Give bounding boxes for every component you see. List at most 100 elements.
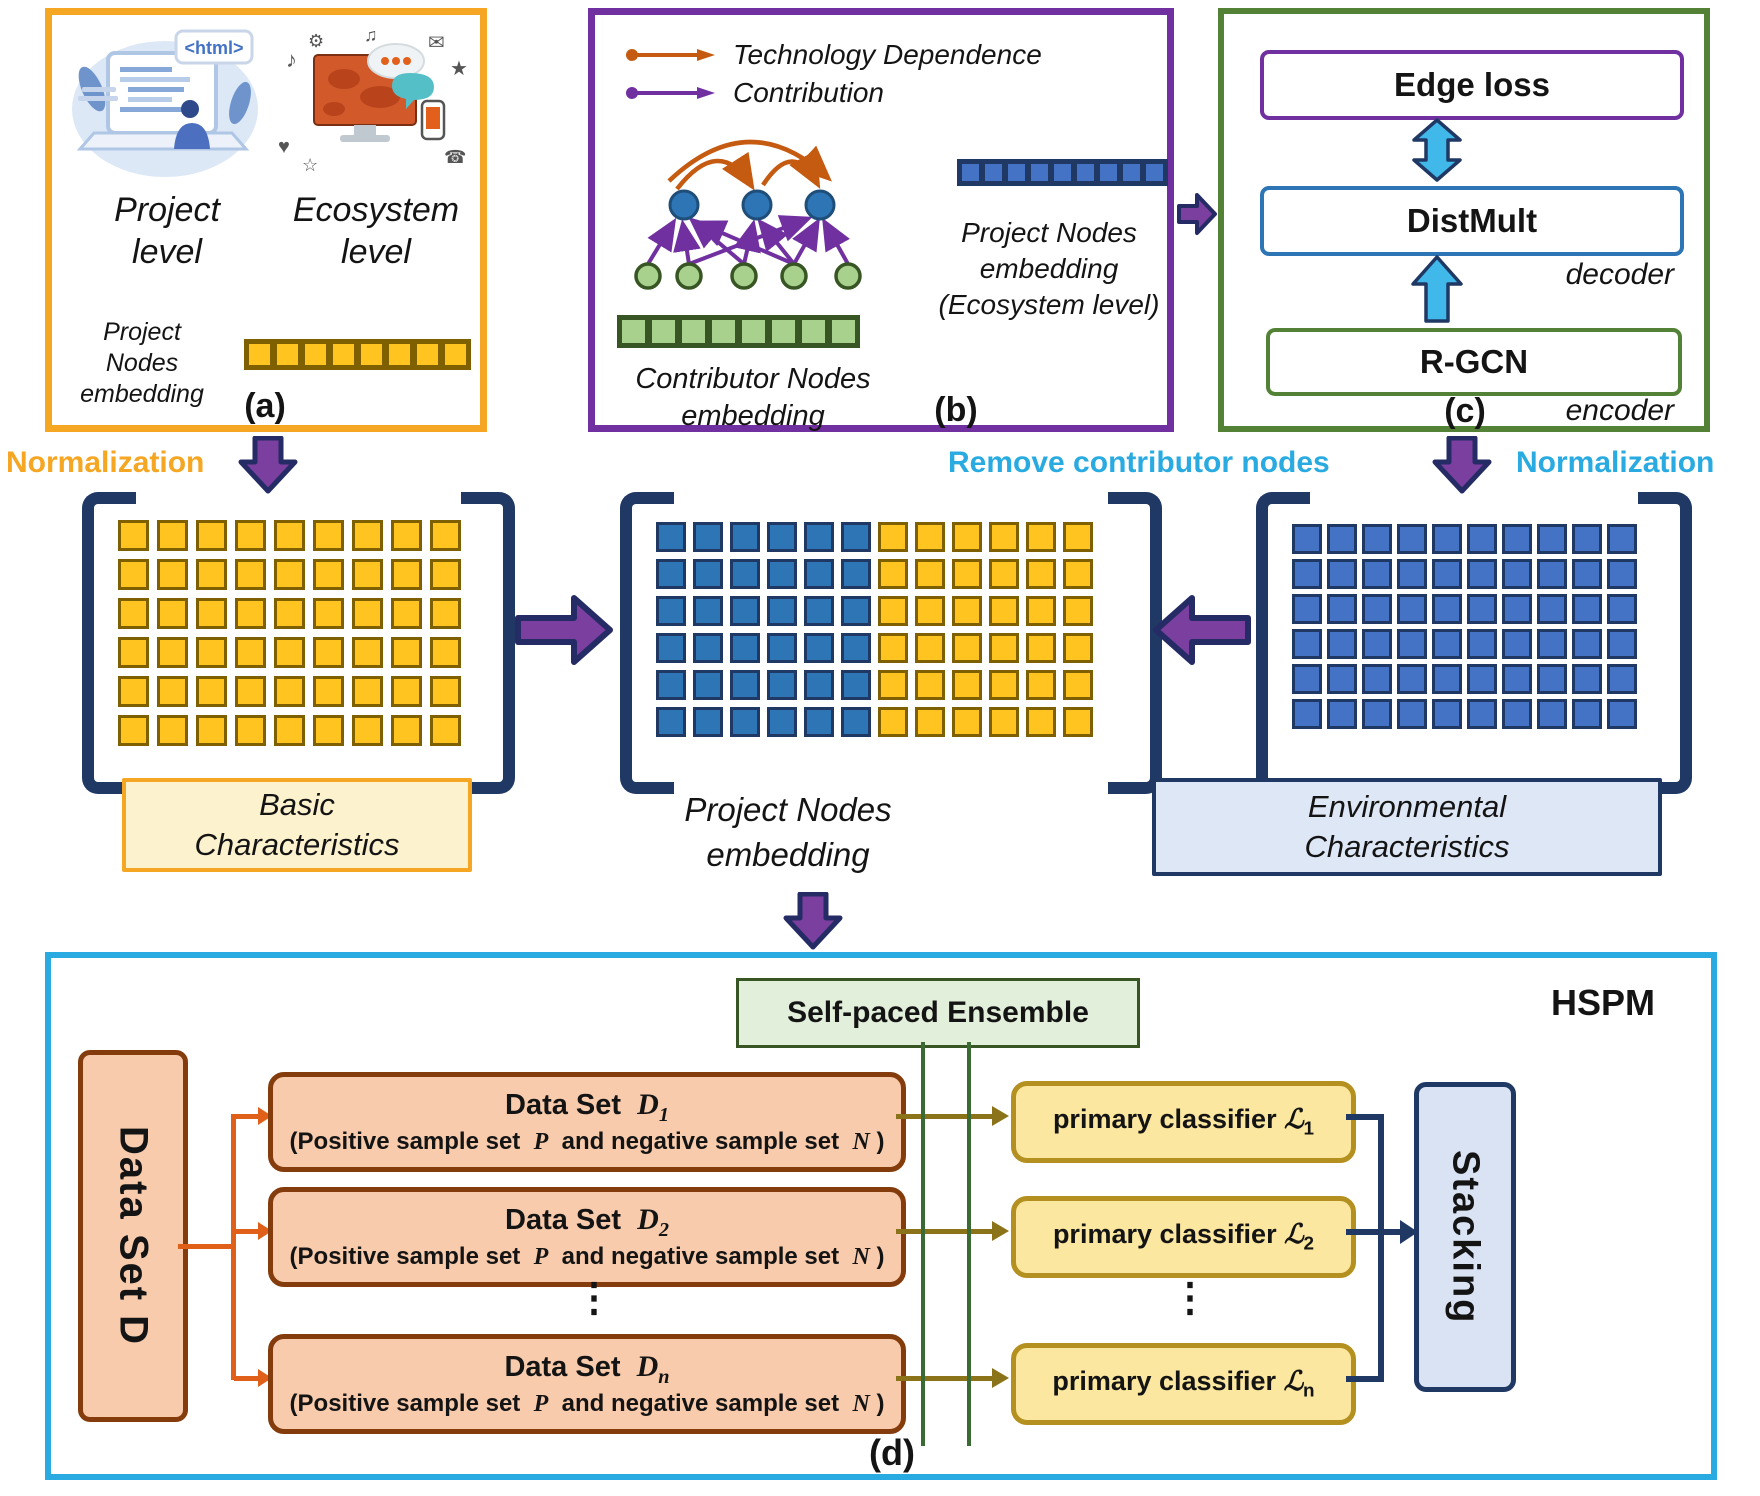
matrix-cell: [1502, 664, 1532, 694]
connector-line: [231, 1114, 236, 1380]
matrix-cell: [1502, 699, 1532, 729]
panel-b-graph: Technology Dependence Contribution: [588, 8, 1174, 432]
matrix-cell: [693, 559, 723, 589]
stacking-box: Stacking: [1414, 1082, 1516, 1392]
panel-b-tag: (b): [934, 391, 978, 429]
matrix-cell: [1607, 559, 1637, 589]
matrix-cell: [157, 559, 188, 590]
vertical-ellipsis: ⋮: [574, 1276, 614, 1320]
matrix-cell: [118, 676, 149, 707]
matrix-cell: [313, 637, 344, 668]
bracket-right: [1638, 492, 1692, 794]
svg-text:♫: ♫: [364, 25, 378, 45]
matrix-cell: [952, 670, 982, 700]
matrix-cell: [359, 342, 384, 367]
matrix-cell: [275, 342, 300, 367]
matrix-cell: [767, 559, 797, 589]
matrix-cell: [391, 598, 422, 629]
project-level-label: Project level: [114, 191, 220, 271]
matrix-cell: [391, 559, 422, 590]
matrix-cell: [1502, 594, 1532, 624]
panel-a-project-ecosystem: <html> ♪ ⚙ ✉ ★ ♥ ☆ ♫ ☎ Project: [45, 8, 487, 432]
matrix-cell: [352, 559, 383, 590]
contributor-node: [675, 262, 703, 290]
contributor-node: [634, 262, 662, 290]
matrix-cell: [1327, 699, 1357, 729]
right-arrow-icon: [515, 595, 613, 665]
matrix-cell: [804, 707, 834, 737]
matrix-cell: [157, 520, 188, 551]
matrix-cell: [1432, 559, 1462, 589]
data-set-d-box: Data Set D: [78, 1050, 188, 1422]
left-arrow-icon: [1153, 595, 1251, 665]
matrix-cell: [1052, 162, 1073, 183]
matrix-cell: [430, 676, 461, 707]
matrix-cell: [1362, 664, 1392, 694]
primary-classifier-box: primary classifier ℒn: [1011, 1343, 1356, 1425]
matrix-cell: [915, 559, 945, 589]
legend-label: Contribution: [733, 77, 884, 108]
hspm-label: HSPM: [1551, 982, 1656, 1023]
matrix-cell: [1029, 162, 1050, 183]
project-nodes-ecosystem-caption: Project Nodes embedding (Ecosystem level…: [938, 217, 1160, 320]
matrix-cell: [710, 318, 737, 345]
matrix-cell: [157, 715, 188, 746]
connector-line: [234, 1114, 260, 1119]
matrix-cell: [1362, 629, 1392, 659]
matrix-cell: [878, 522, 908, 552]
matrix-cell: [118, 715, 149, 746]
matrix-cell: [1026, 522, 1056, 552]
contributor-embedding-strip: [617, 315, 860, 348]
matrix-cell: [878, 707, 908, 737]
matrix-cell: [1572, 594, 1602, 624]
connector-line: [178, 1244, 234, 1249]
matrix-cell: [118, 637, 149, 668]
matrix-cell: [1026, 707, 1056, 737]
matrix-cell: [303, 342, 328, 367]
matrix-cell: [730, 670, 760, 700]
matrix-cell: [430, 637, 461, 668]
matrix-cell: [804, 596, 834, 626]
project-nodes-matrix: [656, 522, 1093, 737]
primary-classifier-box: primary classifier ℒ1: [1011, 1081, 1356, 1163]
matrix-cell: [235, 715, 266, 746]
matrix-cell: [1098, 162, 1119, 183]
basic-characteristics-label: Basic Characteristics: [122, 778, 472, 872]
down-arrow-icon: [238, 436, 298, 494]
matrix-cell: [1292, 629, 1322, 659]
matrix-cell: [767, 633, 797, 663]
matrix-cell: [1075, 162, 1096, 183]
matrix-cell: [196, 637, 227, 668]
matrix-cell: [989, 596, 1019, 626]
svg-text:♪: ♪: [286, 47, 297, 72]
matrix-cell: [952, 522, 982, 552]
matrix-cell: [1026, 559, 1056, 589]
matrix-cell: [1063, 670, 1093, 700]
matrix-cell: [1397, 559, 1427, 589]
contributor-node: [834, 262, 862, 290]
matrix-cell: [740, 318, 767, 345]
matrix-cell: [1327, 524, 1357, 554]
matrix-cell: [157, 637, 188, 668]
matrix-cell: [1362, 594, 1392, 624]
legend-contribution: Contribution: [625, 77, 884, 109]
matrix-cell: [804, 633, 834, 663]
connector-line: [1378, 1114, 1384, 1382]
matrix-cell: [1063, 633, 1093, 663]
environmental-characteristics-label: Environmental Characteristics: [1152, 778, 1662, 876]
matrix-cell: [157, 598, 188, 629]
matrix-cell: [1467, 699, 1497, 729]
matrix-cell: [1467, 524, 1497, 554]
matrix-cell: [1607, 524, 1637, 554]
matrix-cell: [1467, 594, 1497, 624]
matrix-cell: [1607, 594, 1637, 624]
matrix-cell: [1537, 629, 1567, 659]
matrix-cell: [1362, 524, 1392, 554]
matrix-cell: [274, 598, 305, 629]
matrix-cell: [804, 670, 834, 700]
html-bubble-label: <html>: [184, 38, 243, 58]
matrix-cell: [1026, 670, 1056, 700]
matrix-cell: [1537, 559, 1567, 589]
matrix-cell: [915, 633, 945, 663]
connector-line: [234, 1376, 260, 1381]
